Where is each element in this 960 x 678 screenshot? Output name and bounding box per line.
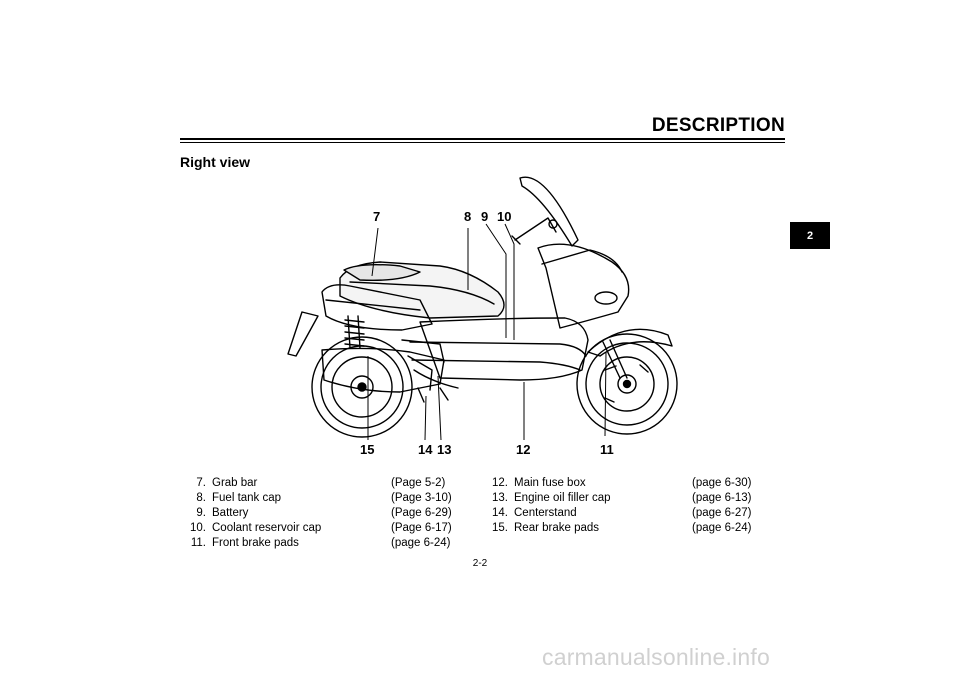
- legend-label: Engine oil filler cap: [514, 492, 611, 504]
- legend-page-ref: (Page 6-17): [391, 522, 452, 534]
- legend-label: Front brake pads: [212, 537, 299, 549]
- callout-8: 8: [464, 209, 472, 224]
- leader-13: [437, 375, 442, 441]
- legend-number: 13.: [492, 492, 508, 504]
- legend-item: 13. Engine oil filler cap (page 6-13): [482, 491, 772, 506]
- legend-item: 14. Centerstand (page 6-27): [482, 506, 772, 521]
- leader-14: [424, 395, 427, 441]
- legend-page-ref: (page 6-30): [692, 477, 752, 489]
- callout-10: 10: [497, 209, 512, 224]
- legend-number: 15.: [492, 522, 508, 534]
- legend-page-ref: (Page 5-2): [391, 477, 446, 489]
- callout-14: 14: [418, 442, 433, 457]
- legend-number: 10.: [190, 522, 206, 534]
- legend-item: 7. Grab bar (Page 5-2): [180, 476, 470, 491]
- front-wheel: [576, 333, 678, 435]
- legend-number: 12.: [492, 477, 508, 489]
- legend-number: 8.: [196, 492, 206, 504]
- legend-number: 11.: [190, 537, 206, 549]
- section-title: Right view: [180, 154, 251, 170]
- legend-page-ref: (page 6-24): [391, 537, 451, 549]
- chapter-tab[interactable]: 2: [790, 222, 830, 249]
- leader-11: [604, 351, 607, 437]
- leader-9: [485, 223, 507, 338]
- legend-label: Grab bar: [212, 477, 258, 489]
- page-title: DESCRIPTION: [651, 115, 785, 136]
- legend-item: 11. Front brake pads (page 6-24): [180, 536, 470, 551]
- watermark: carmanualsonline.info: [542, 644, 770, 670]
- callout-9: 9: [481, 209, 489, 224]
- legend-item: 12. Main fuse box (page 6-30): [482, 476, 772, 491]
- legend-item: 15. Rear brake pads (page 6-24): [482, 521, 772, 536]
- legend-label: Rear brake pads: [514, 522, 600, 534]
- legend-number: 9.: [196, 507, 206, 519]
- callout-7: 7: [373, 209, 381, 224]
- legend-page-ref: (Page 3-10): [391, 492, 452, 504]
- legend-item: 9. Battery (Page 6-29): [180, 506, 470, 521]
- legend-item: 10. Coolant reservoir cap (Page 6-17): [180, 521, 470, 536]
- legend-label: Fuel tank cap: [212, 492, 282, 504]
- leader-10: [504, 223, 515, 340]
- legend-number: 14.: [492, 507, 508, 519]
- legend-number: 7.: [196, 477, 206, 489]
- legend-label: Coolant reservoir cap: [212, 522, 322, 534]
- legend-label: Main fuse box: [514, 477, 586, 489]
- page-number: 2-2: [472, 558, 488, 569]
- rear-wheel: [311, 336, 413, 438]
- legend-left: 7. Grab bar (Page 5-2) 8. Fuel tank cap …: [180, 476, 470, 551]
- callout-11: 11: [600, 442, 614, 457]
- legend-right: 12. Main fuse box (page 6-30) 13. Engine…: [482, 476, 772, 536]
- legend-page-ref: (page 6-27): [692, 507, 752, 519]
- header-rule-thin: [180, 142, 785, 143]
- callout-15: 15: [360, 442, 375, 457]
- callout-13: 13: [437, 442, 452, 457]
- legend-page-ref: (Page 6-29): [391, 507, 452, 519]
- callout-12: 12: [516, 442, 531, 457]
- header-rule: [180, 138, 785, 140]
- legend-page-ref: (page 6-24): [692, 522, 752, 534]
- leader-7: [371, 227, 379, 277]
- legend-page-ref: (page 6-13): [692, 492, 752, 504]
- legend-item: 8. Fuel tank cap (Page 3-10): [180, 491, 470, 506]
- legend-label: Centerstand: [514, 507, 577, 519]
- legend-label: Battery: [212, 507, 249, 519]
